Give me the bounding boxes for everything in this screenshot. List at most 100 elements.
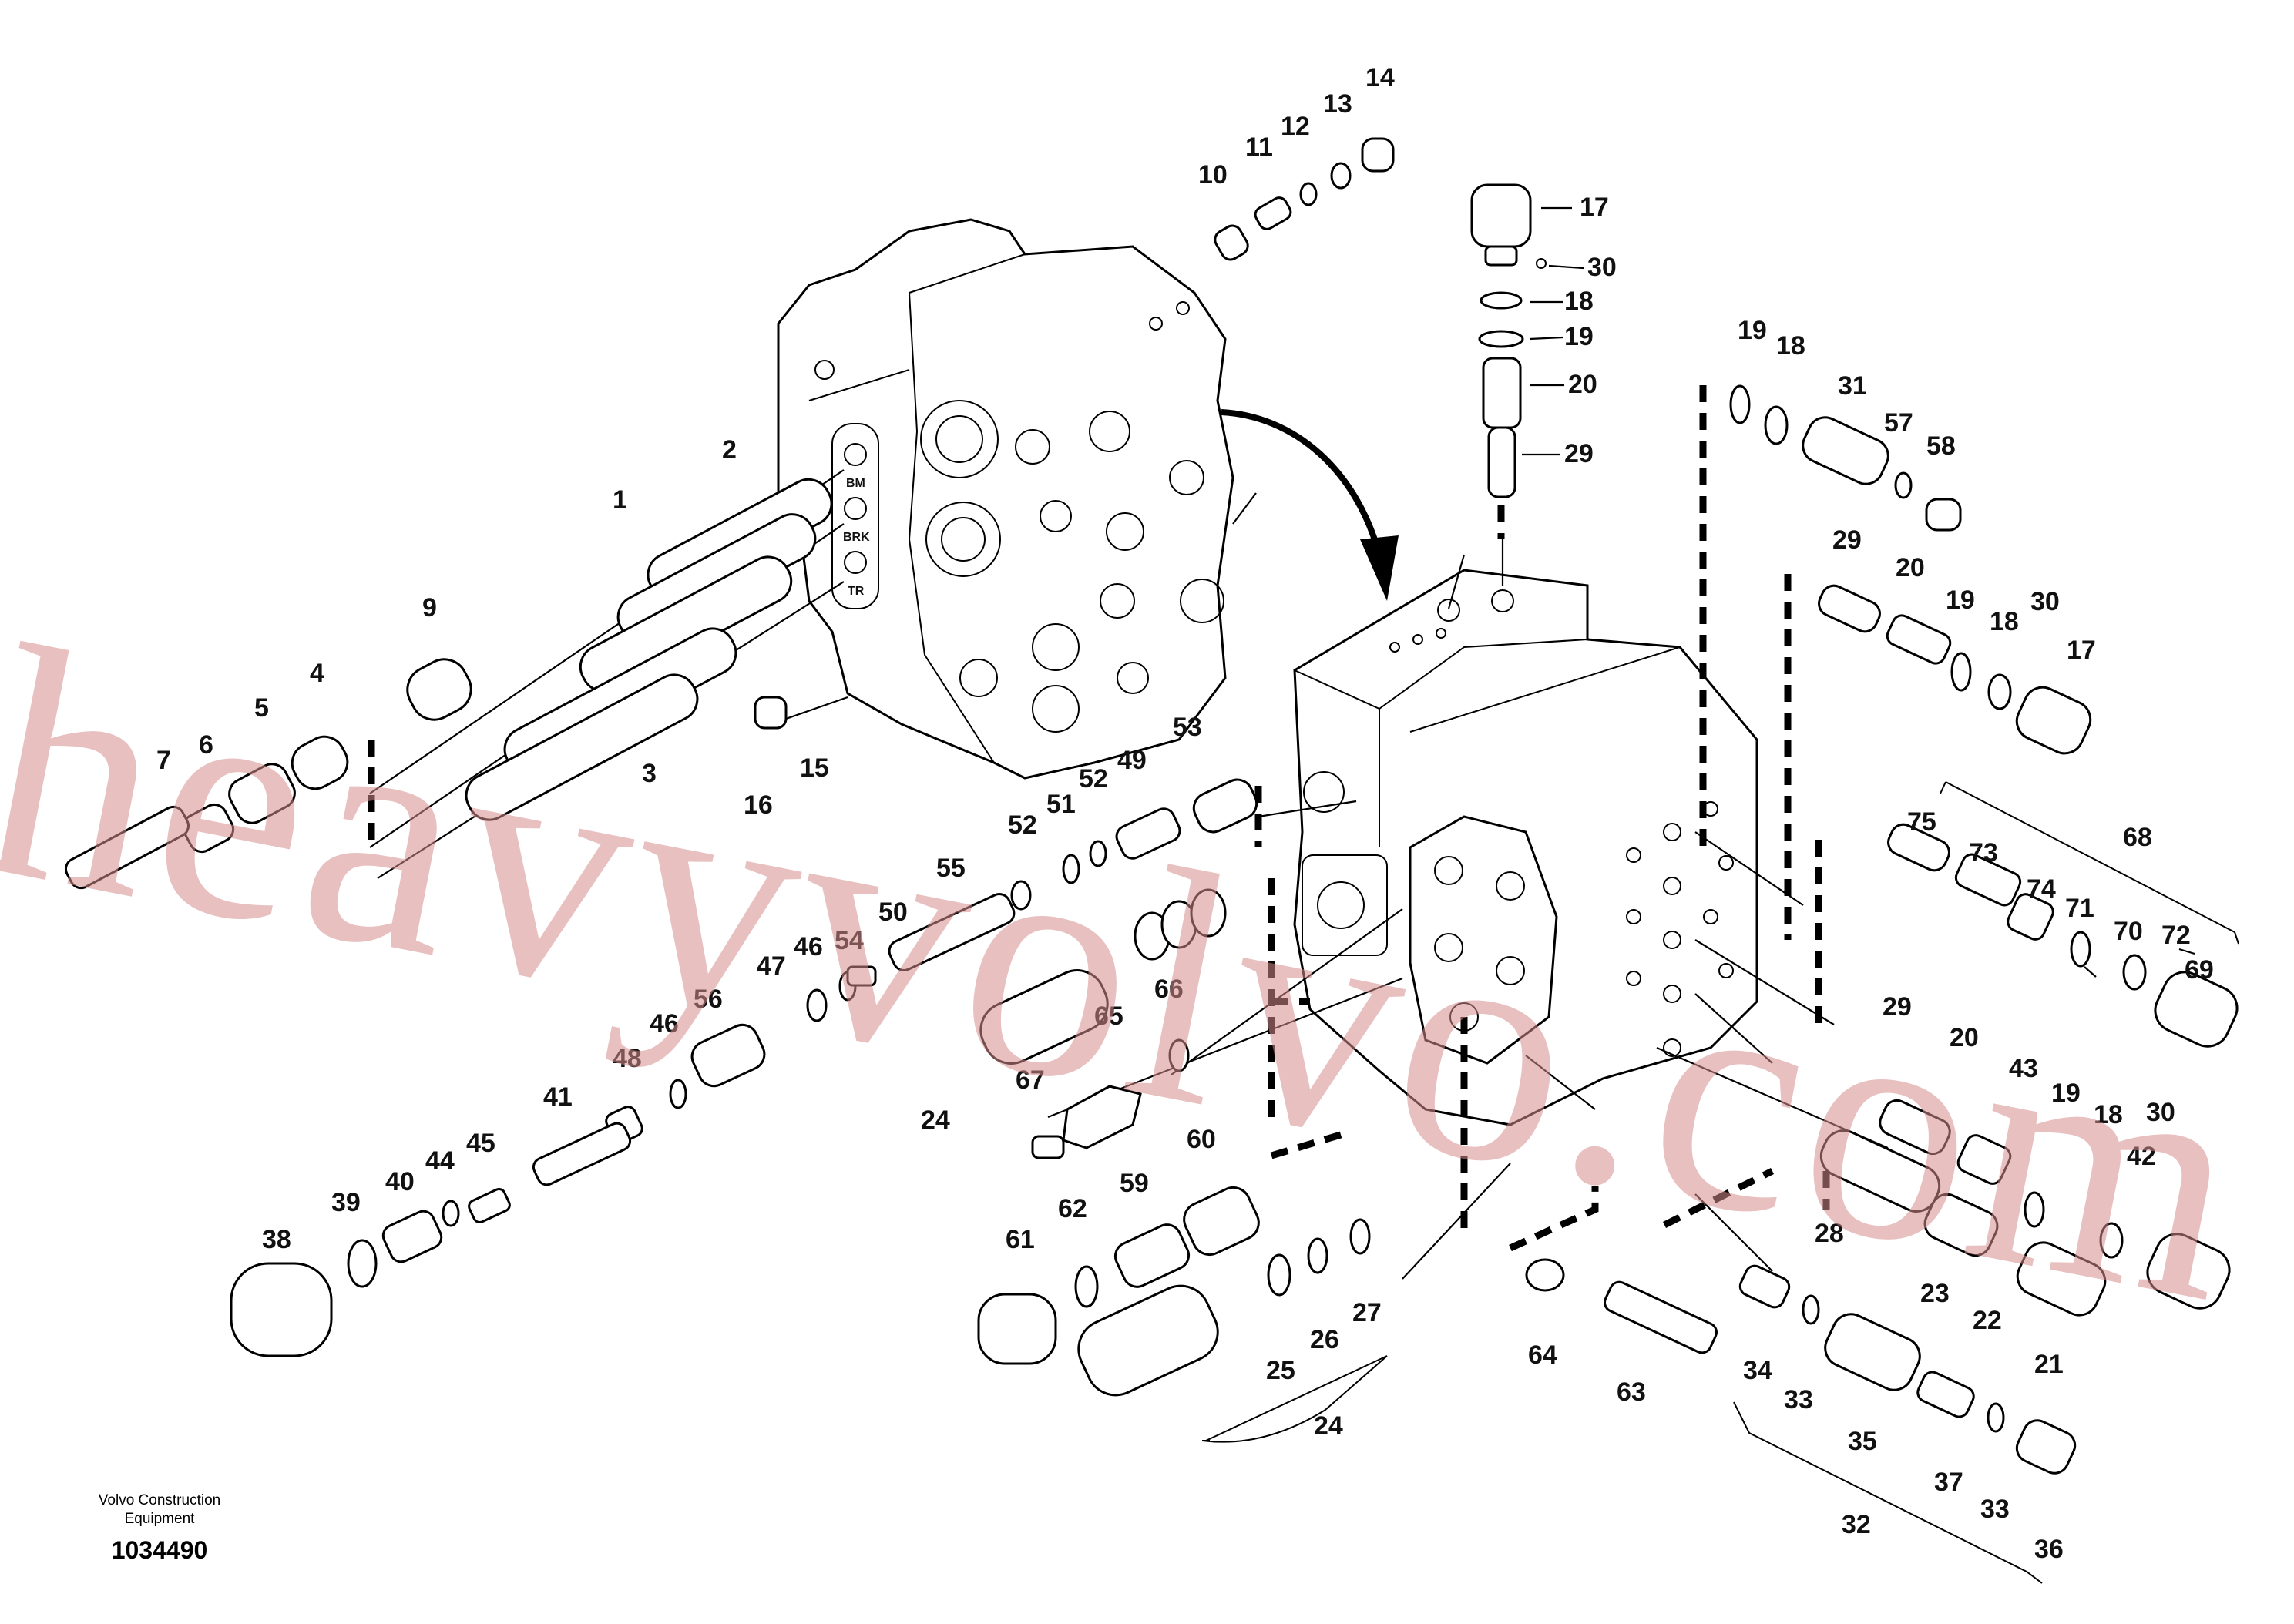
callout-c68: 68 <box>2123 823 2152 852</box>
callout-c22: 22 <box>1973 1306 2002 1335</box>
callout-c59: 59 <box>1120 1169 1149 1198</box>
callout-c28: 28 <box>1815 1219 1844 1248</box>
callout-c20c: 20 <box>1950 1023 1979 1052</box>
callout-c29b: 29 <box>1832 525 1862 555</box>
port-labels: BM BRK TR <box>843 477 870 598</box>
callout-c15: 15 <box>800 753 829 783</box>
callout-c72: 72 <box>2161 921 2191 950</box>
callout-c52a: 52 <box>1079 764 1108 794</box>
callout-c65: 65 <box>1094 1002 1123 1031</box>
callout-labels: 1 2 3 4 5 6 7 9 10 11 12 13 14 15 16 17 … <box>156 63 2214 1564</box>
callout-c6: 6 <box>199 730 213 760</box>
callout-c69: 69 <box>2185 955 2214 985</box>
callout-c18d: 18 <box>2094 1100 2123 1129</box>
callout-c18b: 18 <box>1776 331 1805 361</box>
lower-right-parts <box>1525 1258 2077 1584</box>
callout-c34: 34 <box>1743 1356 1772 1385</box>
callout-c60: 60 <box>1187 1125 1216 1154</box>
callout-c64: 64 <box>1528 1340 1557 1370</box>
port-label-brk: BRK <box>843 531 870 544</box>
callout-c11: 11 <box>1245 133 1273 162</box>
callout-c32: 32 <box>1842 1510 1871 1539</box>
callout-c18c: 18 <box>1990 607 2019 636</box>
spool-assemblies <box>64 478 833 890</box>
callout-c20b: 20 <box>1896 553 1925 582</box>
callout-c1: 1 <box>613 485 627 515</box>
callout-c58: 58 <box>1926 431 1956 461</box>
callout-c7: 7 <box>156 746 171 775</box>
callout-c16: 16 <box>744 790 773 820</box>
callout-c24a: 24 <box>921 1106 950 1135</box>
callout-c18a: 18 <box>1564 287 1594 316</box>
callout-c2: 2 <box>722 435 737 465</box>
group-brackets <box>1205 781 2239 1441</box>
callout-c37: 37 <box>1934 1468 1963 1497</box>
callout-c31: 31 <box>1838 371 1867 401</box>
callout-c17a: 17 <box>1580 193 1609 222</box>
callout-c33a: 33 <box>1784 1385 1813 1414</box>
callout-c29a: 29 <box>1564 439 1594 468</box>
callout-c46a: 46 <box>794 932 823 961</box>
callout-c61: 61 <box>1006 1225 1035 1254</box>
callout-c49: 49 <box>1117 746 1147 775</box>
callout-c52b: 52 <box>1008 810 1037 840</box>
callout-c25: 25 <box>1266 1356 1295 1385</box>
callout-c13: 13 <box>1323 89 1352 119</box>
callout-c43: 43 <box>2009 1054 2038 1083</box>
callout-c46b: 46 <box>650 1009 679 1038</box>
callout-c55: 55 <box>936 854 966 883</box>
brand-line-1: Volvo Construction <box>98 1492 221 1508</box>
footer: Volvo Construction Equipment 1034490 <box>86 1491 233 1565</box>
document-number: 1034490 <box>111 1536 208 1564</box>
callout-c24b: 24 <box>1314 1411 1343 1441</box>
callout-c53: 53 <box>1173 713 1202 742</box>
callout-c54: 54 <box>835 926 864 955</box>
callout-c26: 26 <box>1310 1325 1339 1354</box>
callout-c3: 3 <box>642 759 657 788</box>
callout-c23: 23 <box>1920 1279 1950 1308</box>
callout-c47: 47 <box>757 951 786 981</box>
callout-c48: 48 <box>613 1044 642 1073</box>
callout-c51: 51 <box>1046 790 1076 819</box>
callout-c12: 12 <box>1281 112 1310 141</box>
callout-c9: 9 <box>422 593 437 622</box>
callout-c62: 62 <box>1058 1194 1087 1223</box>
callout-c70: 70 <box>2114 917 2143 946</box>
brand-line-2: Equipment <box>124 1511 195 1527</box>
callout-c27: 27 <box>1352 1298 1382 1327</box>
callout-c56: 56 <box>694 985 723 1014</box>
callout-c17b: 17 <box>2067 636 2096 665</box>
callout-c19b: 19 <box>1738 316 1767 345</box>
callout-c50: 50 <box>878 898 908 927</box>
callout-c19a: 19 <box>1564 322 1594 351</box>
callout-c44: 44 <box>425 1146 455 1176</box>
callout-c45: 45 <box>466 1129 495 1158</box>
callout-c19c: 19 <box>1946 586 1975 615</box>
port-label-bm: BM <box>846 477 865 490</box>
assembly-arrow <box>1221 409 1399 601</box>
callout-c4: 4 <box>310 659 324 688</box>
callout-c57: 57 <box>1884 408 1913 438</box>
callout-c71: 71 <box>2065 894 2094 923</box>
callout-c14: 14 <box>1365 63 1395 92</box>
callout-c33b: 33 <box>1980 1495 2010 1524</box>
upper-valve-housing <box>777 218 1234 780</box>
callout-c73: 73 <box>1969 838 1998 867</box>
callout-c10: 10 <box>1198 160 1228 190</box>
callout-c20a: 20 <box>1568 370 1597 399</box>
callout-c67: 67 <box>1016 1065 1045 1095</box>
callout-c29c: 29 <box>1883 992 1912 1022</box>
lower-cartridge-parts <box>977 1186 1388 1443</box>
callout-c21: 21 <box>2034 1350 2064 1379</box>
callout-c5: 5 <box>254 693 269 723</box>
port-label-tr: TR <box>848 585 865 598</box>
callout-c63: 63 <box>1617 1377 1646 1407</box>
callout-c40: 40 <box>385 1167 415 1196</box>
center-spool-parts <box>230 778 1258 1357</box>
callout-c19d: 19 <box>2051 1079 2081 1108</box>
callout-c74: 74 <box>2027 874 2056 904</box>
callout-c30b: 30 <box>2030 587 2060 616</box>
callout-c75: 75 <box>1907 807 1936 837</box>
